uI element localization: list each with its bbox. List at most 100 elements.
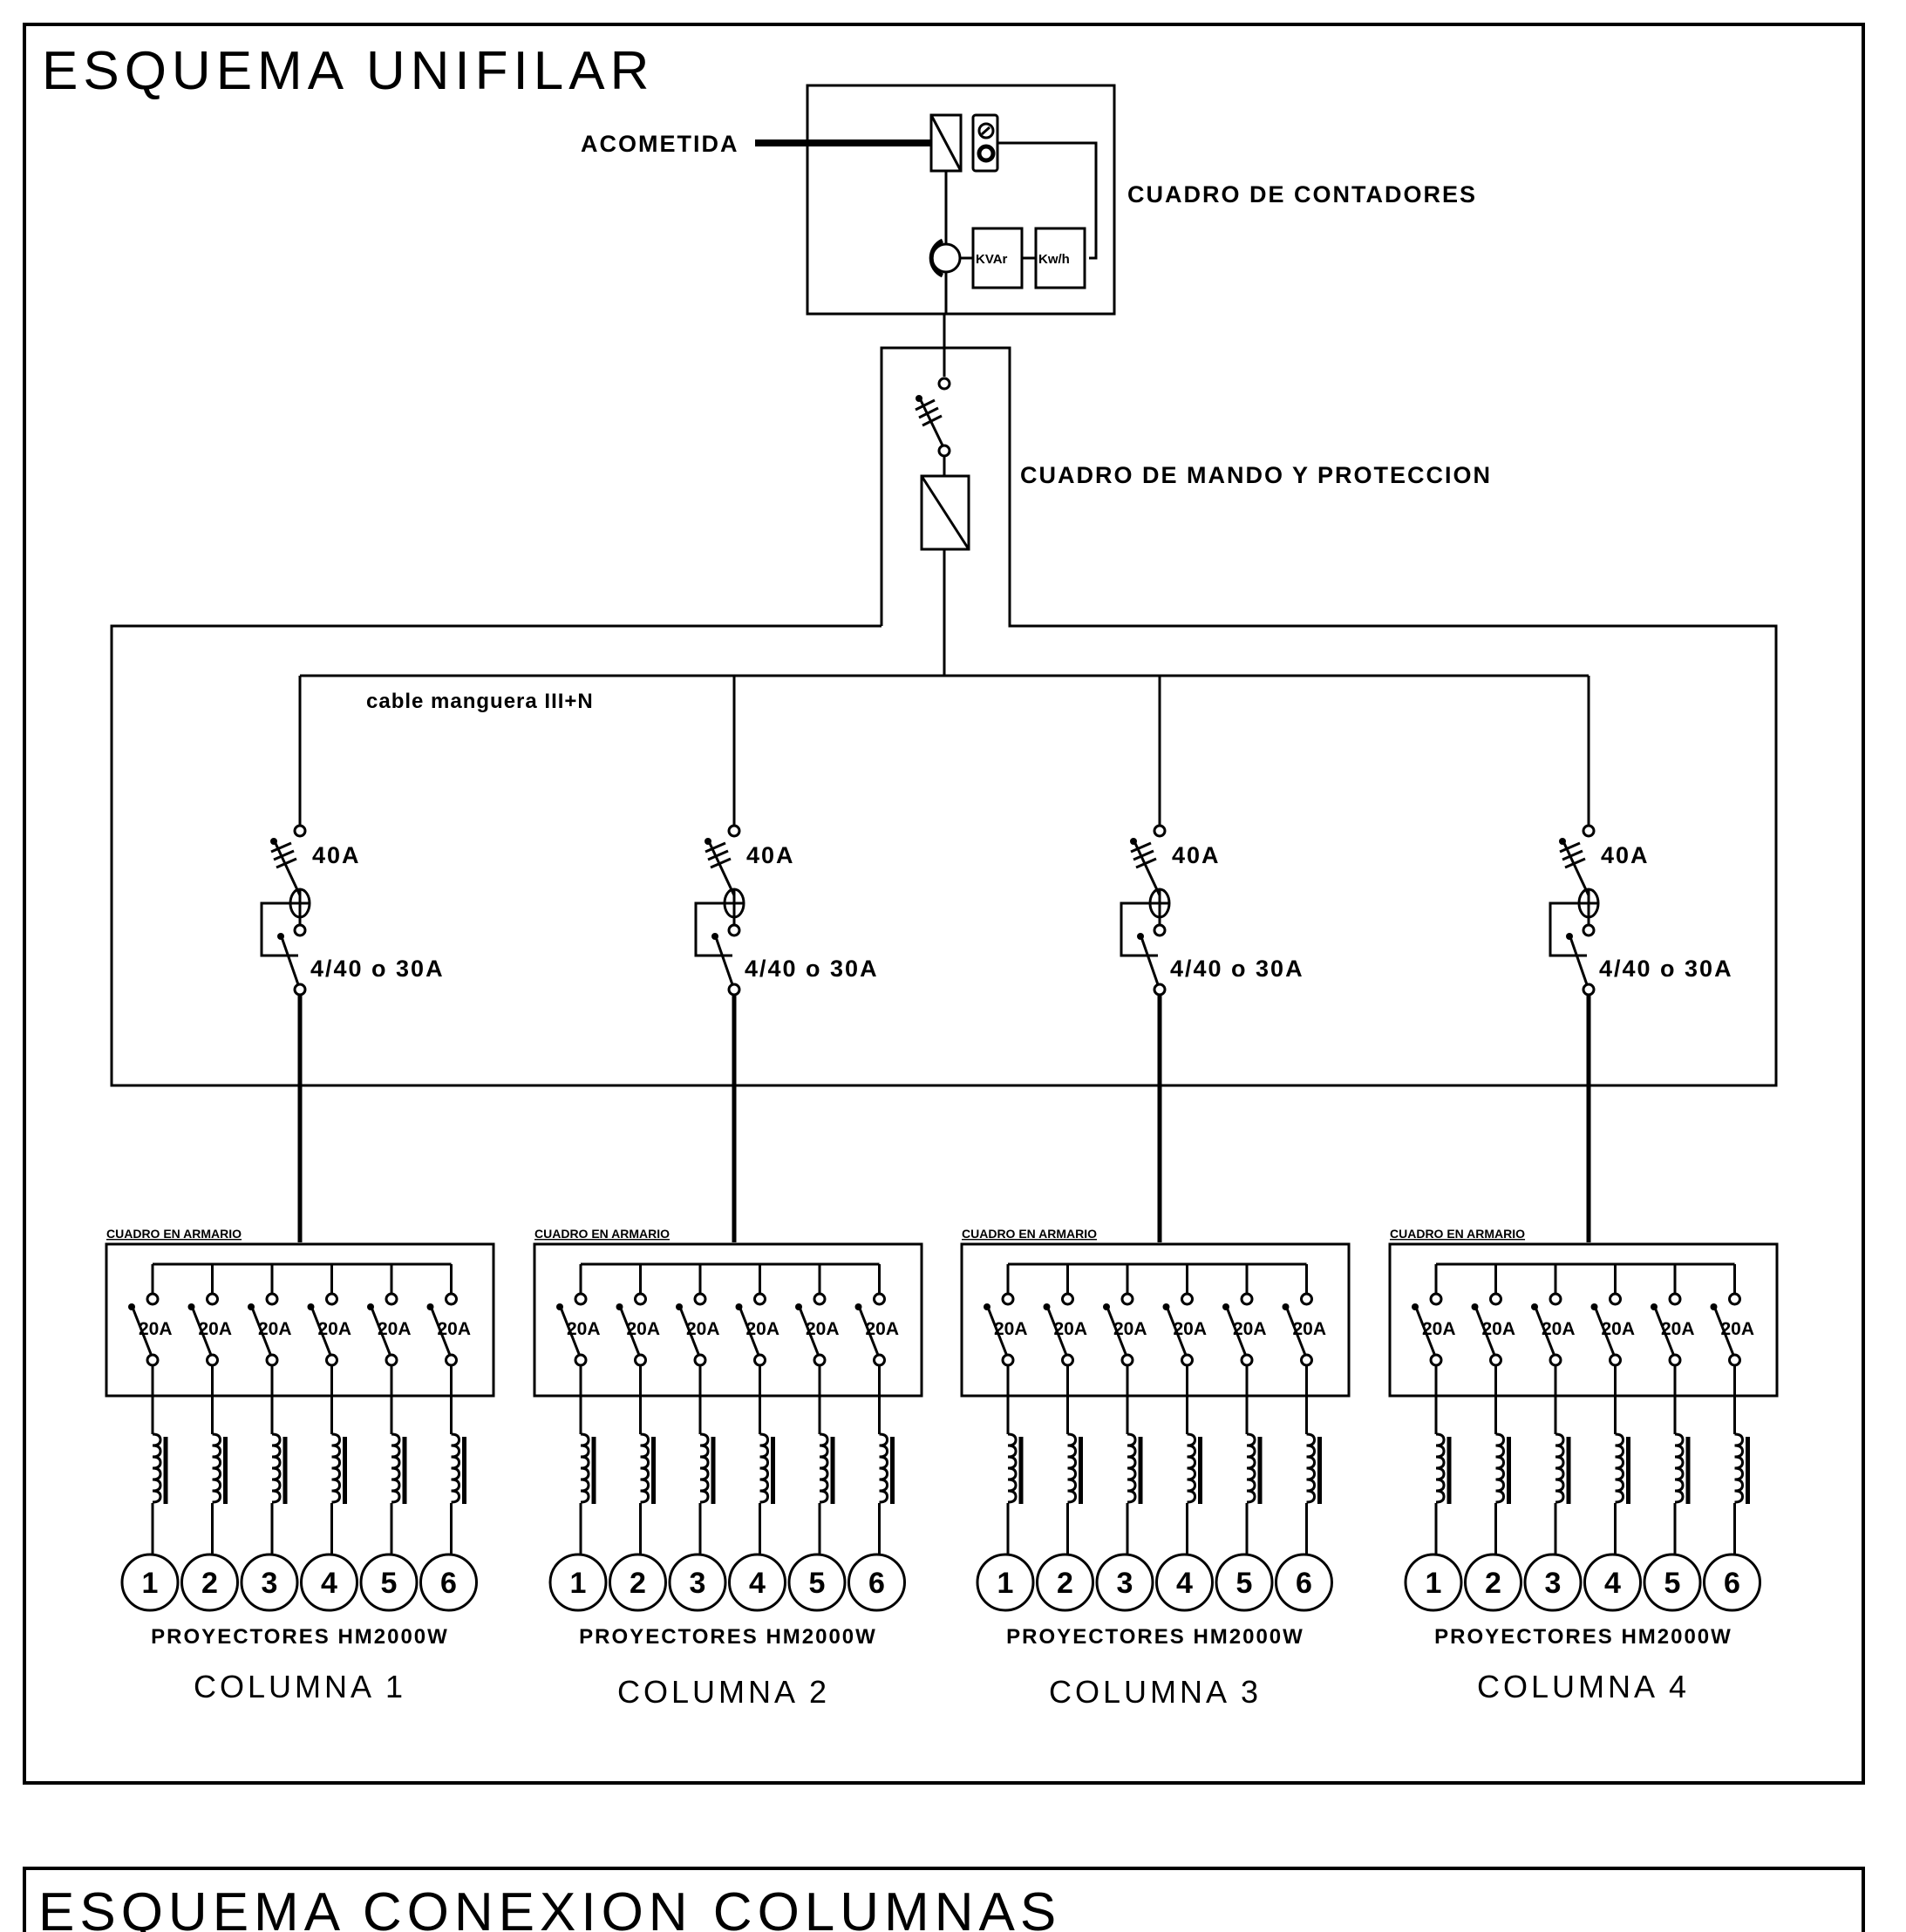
circuit-rating: 20A <box>1602 1319 1636 1339</box>
differential-rating: 4/40 o 30A <box>745 956 879 982</box>
column-name: COLUMNA 3 <box>1049 1674 1262 1710</box>
projector-number: 2 <box>630 1567 646 1600</box>
circuit-breaker-20a-icon <box>248 1264 279 1367</box>
breaker-rating: 40A <box>312 842 361 868</box>
time-switch-icon <box>971 113 999 173</box>
projector-number: 2 <box>1485 1567 1501 1600</box>
projector-lamp: 3 <box>240 1553 299 1612</box>
differential-switch-icon <box>260 888 311 997</box>
ballast-icon <box>1495 1432 1511 1504</box>
breaker-40a-icon <box>1559 824 1596 896</box>
section-title: ESQUEMA CONEXION COLUMNAS <box>38 1882 1061 1932</box>
ballast-icon <box>879 1432 895 1504</box>
ballast-icon <box>391 1432 407 1504</box>
ballast-icon <box>699 1432 716 1504</box>
circuit-rating: 20A <box>994 1319 1028 1339</box>
circuit-rating: 20A <box>686 1319 720 1339</box>
column-name: COLUMNA 1 <box>194 1669 406 1704</box>
differential-switch-icon <box>694 888 745 997</box>
circuit-rating: 20A <box>1482 1319 1516 1339</box>
projector-number: 3 <box>262 1567 278 1600</box>
circuit-rating: 20A <box>806 1319 840 1339</box>
breaker-40a-icon <box>1130 824 1167 896</box>
circuit-breaker-20a-icon <box>187 1264 219 1367</box>
ballast-icon <box>212 1432 228 1504</box>
circuit-rating: 20A <box>258 1319 292 1339</box>
projector-lamp: 4 <box>728 1553 786 1612</box>
ballast-icon <box>271 1432 288 1504</box>
current-transformer-icon <box>929 238 962 278</box>
ballast-icon <box>1187 1432 1202 1504</box>
breaker-rating: 40A <box>1172 842 1221 868</box>
projector-number: 6 <box>440 1567 457 1600</box>
unifilar-frame <box>23 23 1865 1785</box>
cable-label: cable manguera III+N <box>366 690 594 713</box>
projector-lamp: 6 <box>1275 1553 1333 1612</box>
ballast-icon <box>1435 1432 1452 1504</box>
circuit-breaker-20a-icon <box>1471 1264 1502 1367</box>
cabinet-label: CUADRO EN ARMARIO <box>962 1227 1097 1241</box>
projectors-label: PROYECTORES HM2000W <box>1434 1625 1732 1649</box>
ballast-icon <box>1674 1432 1691 1504</box>
projector-lamp: 4 <box>300 1553 358 1612</box>
circuit-breaker-20a-icon <box>795 1264 827 1367</box>
circuit-breaker-20a-icon <box>735 1264 766 1367</box>
meter-panel: ACOMETIDA KVAr Kw/h <box>581 84 1475 316</box>
projector-lamp: 3 <box>1523 1553 1583 1612</box>
differential-rating: 4/40 o 30A <box>1170 956 1304 982</box>
projector-number: 4 <box>1176 1567 1193 1600</box>
column-name: COLUMNA 2 <box>617 1674 830 1710</box>
projectors-label: PROYECTORES HM2000W <box>1006 1625 1304 1649</box>
projector-lamp: 6 <box>847 1553 906 1612</box>
control-panel-outline <box>110 346 1778 1087</box>
projector-number: 1 <box>997 1567 1014 1600</box>
circuit-rating: 20A <box>1293 1319 1327 1339</box>
cabinet-label: CUADRO EN ARMARIO <box>1390 1227 1525 1241</box>
projector-lamp: 1 <box>548 1553 608 1612</box>
circuit-breaker-20a-icon <box>1651 1264 1682 1367</box>
ballast-icon <box>152 1432 168 1504</box>
projector-lamp: 1 <box>120 1553 180 1612</box>
control-panel: CUADRO DE MANDO Y PROTECCION cable mangu… <box>110 314 1778 1087</box>
differential-switch-icon <box>1549 888 1600 997</box>
circuit-rating: 20A <box>866 1319 900 1339</box>
circuit-breaker-20a-icon <box>1222 1264 1254 1367</box>
circuit-rating: 20A <box>1054 1319 1088 1339</box>
circuit-breaker-20a-icon <box>426 1264 458 1367</box>
circuit-breaker-20a-icon <box>1103 1264 1134 1367</box>
circuit-rating: 20A <box>1661 1319 1695 1339</box>
circuit-breaker-20a-icon <box>1710 1264 1741 1367</box>
ballast-icon <box>819 1432 835 1504</box>
circuit-breaker-20a-icon <box>676 1264 707 1367</box>
projector-number: 3 <box>690 1567 706 1600</box>
breaker-rating: 40A <box>1601 842 1650 868</box>
ballast-icon <box>580 1432 596 1504</box>
meter-kwh-label: Kw/h <box>1038 252 1070 267</box>
projector-lamp: 2 <box>1036 1553 1094 1612</box>
projector-number: 1 <box>570 1567 587 1600</box>
ballast-icon <box>1615 1432 1630 1504</box>
circuit-breaker-20a-icon <box>1162 1264 1194 1367</box>
projector-lamp: 5 <box>787 1553 847 1612</box>
projector-number: 2 <box>1057 1567 1073 1600</box>
cabinet-label: CUADRO EN ARMARIO <box>534 1227 670 1241</box>
circuit-rating: 20A <box>746 1319 780 1339</box>
breaker-rating: 40A <box>746 842 795 868</box>
circuit-rating: 20A <box>1113 1319 1147 1339</box>
breaker-40a-icon <box>270 824 307 896</box>
circuit-rating: 20A <box>378 1319 412 1339</box>
projector-number: 5 <box>809 1567 826 1600</box>
projector-lamp: 4 <box>1155 1553 1214 1612</box>
projector-number: 2 <box>201 1567 218 1600</box>
circuit-rating: 20A <box>1174 1319 1208 1339</box>
ballast-icon <box>759 1432 775 1504</box>
column-2: 40A 4/40 o 30A CUADRO EN ARMARIO 20A 20A 20A 2… <box>533 676 923 1710</box>
main-breaker-icon <box>915 377 951 458</box>
projector-lamp: 2 <box>1464 1553 1522 1612</box>
projector-number: 4 <box>1604 1567 1621 1600</box>
circuit-breaker-20a-icon <box>307 1264 338 1367</box>
projector-number: 6 <box>868 1567 885 1600</box>
